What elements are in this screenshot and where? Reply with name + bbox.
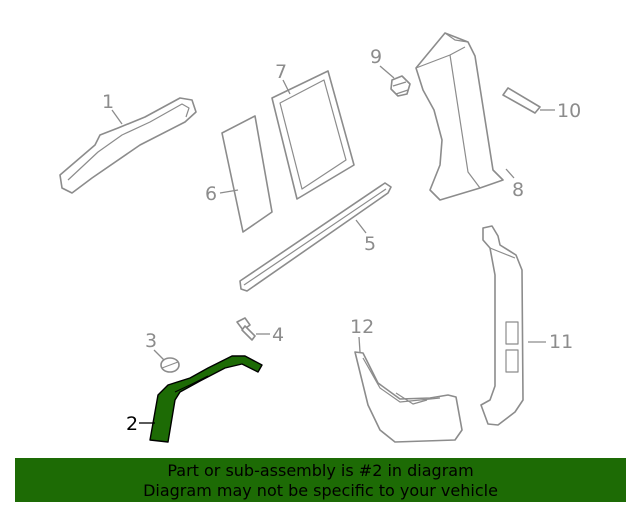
- callout-3: 3: [145, 330, 157, 352]
- parts-diagram: 1 6 7 5 9 8 10: [59, 32, 581, 443]
- callout-10: 10: [557, 100, 581, 122]
- callout-9: 9: [370, 46, 382, 68]
- part-12[interactable]: [354, 351, 463, 443]
- leader-9: [379, 65, 395, 79]
- part-8[interactable]: [415, 32, 504, 201]
- info-banner: Part or sub-assembly is #2 in diagram Di…: [15, 458, 626, 502]
- leader-8: [505, 168, 515, 179]
- leader-3: [153, 349, 165, 361]
- callout-5: 5: [364, 233, 376, 255]
- part-1[interactable]: [59, 97, 197, 194]
- callout-1: 1: [102, 91, 114, 113]
- callout-7: 7: [275, 61, 287, 83]
- callout-12: 12: [350, 316, 374, 338]
- callout-6: 6: [205, 183, 217, 205]
- part-6[interactable]: [221, 115, 273, 233]
- banner-line-1: Part or sub-assembly is #2 in diagram: [167, 461, 474, 480]
- leader-12: [358, 336, 361, 353]
- callout-11: 11: [549, 331, 573, 353]
- callout-8: 8: [512, 179, 524, 201]
- leader-5: [355, 219, 367, 234]
- part-5[interactable]: [239, 182, 392, 292]
- callout-2: 2: [126, 413, 138, 435]
- part-9[interactable]: [390, 75, 411, 97]
- part-2-highlighted[interactable]: [149, 355, 263, 443]
- part-7[interactable]: [271, 70, 355, 200]
- leader-6: [219, 189, 239, 194]
- part-3[interactable]: [160, 357, 180, 373]
- part-10[interactable]: [502, 87, 541, 114]
- leader-1: [111, 109, 123, 125]
- part-4[interactable]: [236, 317, 256, 341]
- part-11[interactable]: [480, 225, 524, 426]
- callout-4: 4: [272, 324, 284, 346]
- banner-line-2: Diagram may not be specific to your vehi…: [143, 481, 498, 500]
- leader-7: [282, 79, 291, 95]
